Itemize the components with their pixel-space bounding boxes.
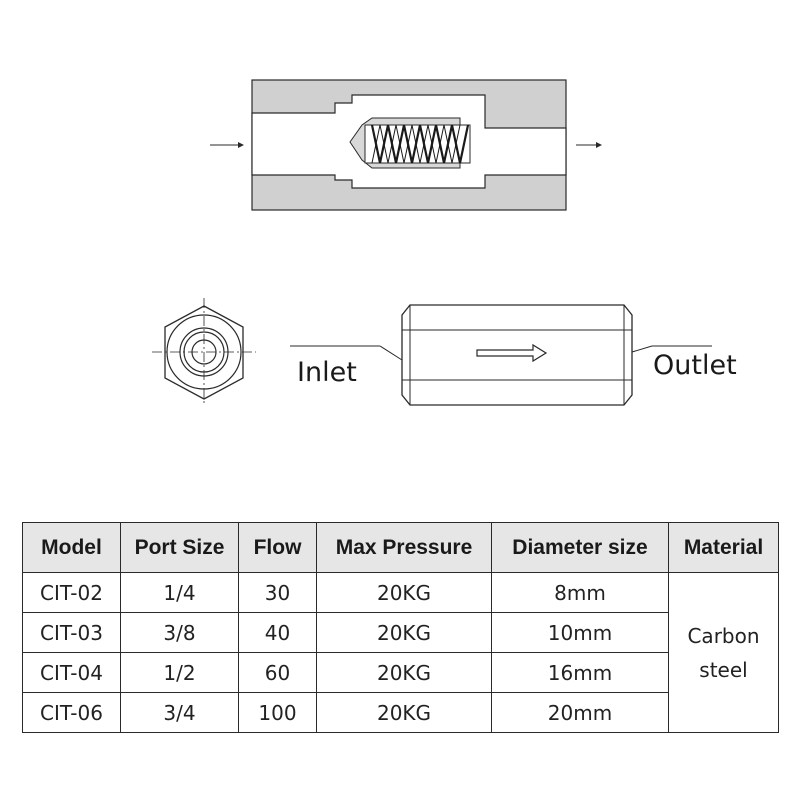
cell-port-size: 1/2 bbox=[120, 652, 239, 693]
table-row: CIT-02 1/4 30 20KG 8mm Carbon steel bbox=[22, 572, 779, 733]
cell-max-pressure: 20KG bbox=[316, 652, 492, 693]
cell-port-size: 1/4 bbox=[120, 572, 239, 613]
outlet-label: Outlet bbox=[653, 350, 737, 381]
cell-diameter: 8mm bbox=[491, 572, 669, 613]
cell-model: CIT-02 bbox=[22, 572, 121, 613]
cell-flow: 100 bbox=[238, 692, 317, 733]
cell-model: CIT-06 bbox=[22, 692, 121, 733]
cell-material: Carbon steel bbox=[668, 572, 779, 733]
material-line-2: steel bbox=[699, 657, 748, 682]
cell-port-size: 3/8 bbox=[120, 612, 239, 653]
header-max-pressure: Max Pressure bbox=[316, 522, 492, 573]
table-row: CIT-06 3/4 100 20KG 20mm bbox=[22, 692, 779, 733]
spring-back-coils bbox=[371, 124, 461, 164]
cell-flow: 30 bbox=[238, 572, 317, 613]
outlet-leader-line bbox=[631, 345, 653, 353]
header-material: Material bbox=[668, 522, 779, 573]
flow-direction-arrow bbox=[476, 343, 548, 363]
header-port-size: Port Size bbox=[120, 522, 239, 573]
end-view-hex bbox=[152, 298, 256, 406]
cell-diameter: 10mm bbox=[491, 612, 669, 653]
cell-model: CIT-03 bbox=[22, 612, 121, 653]
cell-diameter: 20mm bbox=[491, 692, 669, 733]
spring bbox=[370, 124, 470, 164]
cell-diameter: 16mm bbox=[491, 652, 669, 693]
cell-port-size: 3/4 bbox=[120, 692, 239, 733]
cell-flow: 60 bbox=[238, 652, 317, 693]
inlet-label: Inlet bbox=[297, 357, 357, 388]
header-diameter-size: Diameter size bbox=[491, 522, 669, 573]
table-header-row: Model Port Size Flow Max Pressure Diamet… bbox=[22, 522, 779, 573]
cell-flow: 40 bbox=[238, 612, 317, 653]
table-row: CIT-03 3/8 40 20KG 10mm bbox=[22, 612, 779, 653]
side-view bbox=[290, 304, 712, 406]
header-flow: Flow bbox=[238, 522, 317, 573]
cell-model: CIT-04 bbox=[22, 652, 121, 693]
header-model: Model bbox=[22, 522, 121, 573]
table-row: CIT-04 1/2 60 20KG 16mm bbox=[22, 652, 779, 693]
cell-max-pressure: 20KG bbox=[316, 612, 492, 653]
check-valve-drawing bbox=[152, 79, 712, 406]
cell-max-pressure: 20KG bbox=[316, 692, 492, 733]
cell-max-pressure: 20KG bbox=[316, 572, 492, 613]
spec-table: Model Port Size Flow Max Pressure Diamet… bbox=[22, 522, 779, 733]
material-line-1: Carbon bbox=[687, 623, 760, 648]
cross-section-view bbox=[210, 79, 602, 211]
